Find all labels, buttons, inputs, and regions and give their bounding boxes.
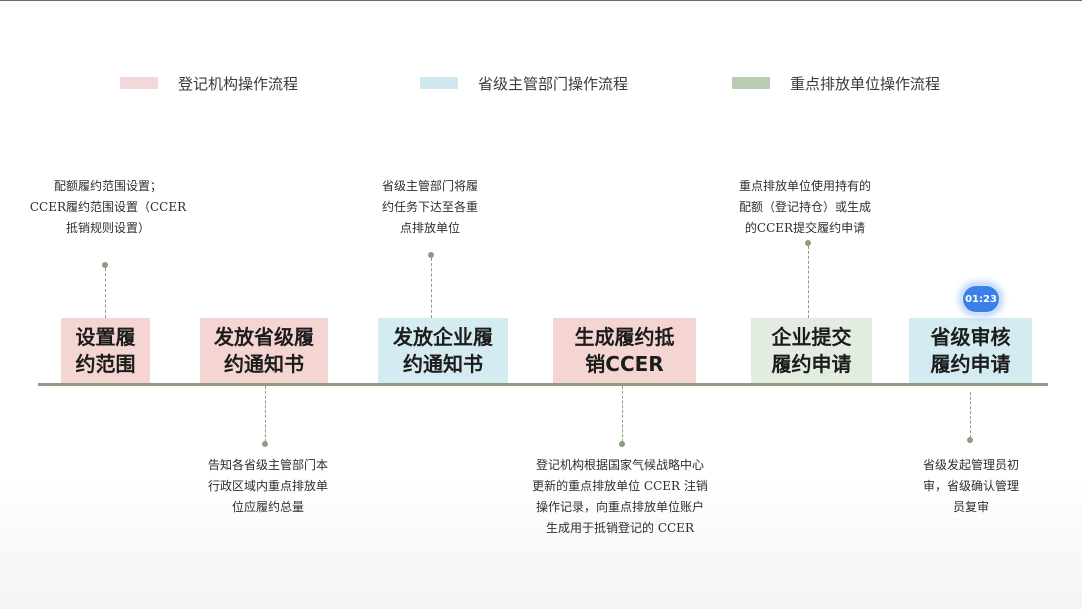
stage-label-generate-ccer: 生成履约抵 销CCER	[574, 324, 675, 376]
stage-enterprise-notice: 发放企业履 约通知书	[378, 318, 508, 383]
note-generate-ccer: 登记机构根据国家气候战略中心 更新的重点排放单位 CCER 注销 操作记录，向重…	[532, 458, 708, 535]
legend-label-provincial: 省级主管部门操作流程	[478, 74, 629, 93]
connector-submit-application	[808, 246, 809, 318]
stage-label-review-application: 省级审核 履约申请	[930, 324, 1011, 376]
timeline-axis	[38, 383, 1048, 386]
connector-set-scope	[105, 268, 106, 318]
timer-badge[interactable]: 01:23	[963, 286, 999, 312]
note-submit-application: 重点排放单位使用持有的 配额（登记持仓）或生成 的CCER提交履约申请	[738, 179, 871, 235]
top-border	[0, 0, 1082, 1]
note-set-scope: 配额履约范围设置； CCER履约范围设置（CCER 抵销规则设置）	[29, 179, 187, 235]
stage-submit-application: 企业提交 履约申请	[751, 318, 872, 383]
connector-provincial-notice	[265, 386, 266, 442]
legend-swatch-emitter	[732, 77, 770, 89]
legend-item-provincial: 省级主管部门操作流程	[420, 72, 628, 94]
connector-dot-enterprise-notice	[428, 252, 434, 258]
stage-label-submit-application: 企业提交 履约申请	[771, 324, 852, 376]
connector-dot-provincial-notice	[262, 441, 268, 447]
stage-label-provincial-notice: 发放省级履 约通知书	[214, 324, 314, 376]
connector-dot-generate-ccer	[619, 441, 625, 447]
legend-swatch-provincial	[420, 77, 458, 89]
note-enterprise-notice: 省级主管部门将履 约任务下达至各重 点排放单位	[381, 179, 478, 235]
legend-item-registry: 登记机构操作流程	[120, 72, 298, 94]
connector-enterprise-notice	[431, 258, 432, 318]
stage-set-scope: 设置履 约范围	[61, 318, 150, 383]
stage-provincial-notice: 发放省级履 约通知书	[200, 318, 328, 383]
legend-label-registry: 登记机构操作流程	[178, 74, 299, 93]
stage-generate-ccer: 生成履约抵 销CCER	[553, 318, 696, 383]
connector-dot-submit-application	[805, 240, 811, 246]
stage-label-enterprise-notice: 发放企业履 约通知书	[393, 324, 493, 376]
note-provincial-notice: 告知各省级主管部门本 行政区域内重点排放单 位应履约总量	[207, 458, 328, 514]
stage-label-set-scope: 设置履 约范围	[75, 324, 136, 376]
connector-review-application	[970, 392, 971, 438]
connector-dot-set-scope	[102, 262, 108, 268]
legend-swatch-registry	[120, 77, 158, 89]
stage-review-application: 省级审核 履约申请	[909, 318, 1032, 383]
legend-label-emitter: 重点排放单位操作流程	[790, 74, 941, 93]
note-review-application: 省级发起管理员初 审，省级确认管理 员复审	[922, 458, 1019, 514]
connector-dot-review-application	[967, 437, 973, 443]
legend-item-emitter: 重点排放单位操作流程	[732, 72, 940, 94]
connector-generate-ccer	[622, 386, 623, 442]
